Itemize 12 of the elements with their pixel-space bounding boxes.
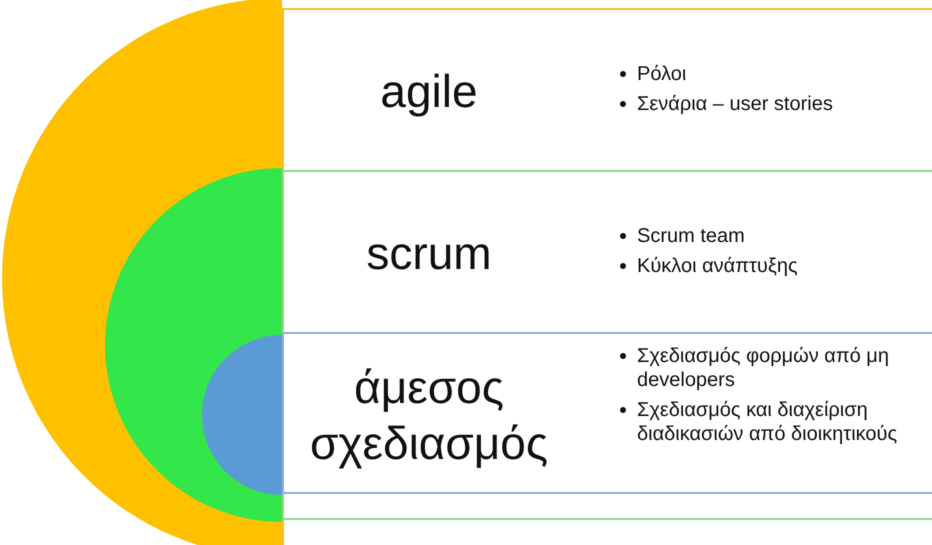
layer-band	[282, 170, 932, 520]
layer-band	[282, 8, 932, 545]
layer-band	[282, 332, 932, 494]
bullet-item: Scrum team	[617, 224, 932, 248]
bullet-item: Κύκλοι ανάπτυξης	[617, 254, 932, 278]
bullet-item: Σενάρια – user stories	[617, 92, 932, 116]
bullet-item: Ρόλοι	[617, 62, 932, 86]
layer-title: scrum	[366, 226, 492, 281]
bullet-item: Σχεδιασμός και διαχείριση διαδικασιών από διοικητικούς	[617, 398, 932, 446]
layer-title: agile	[380, 64, 478, 119]
layer-title: άμεσος σχεδιασμός	[308, 360, 550, 471]
bullet-item: Σχεδιασμός φορμών από μη developers	[617, 344, 932, 392]
